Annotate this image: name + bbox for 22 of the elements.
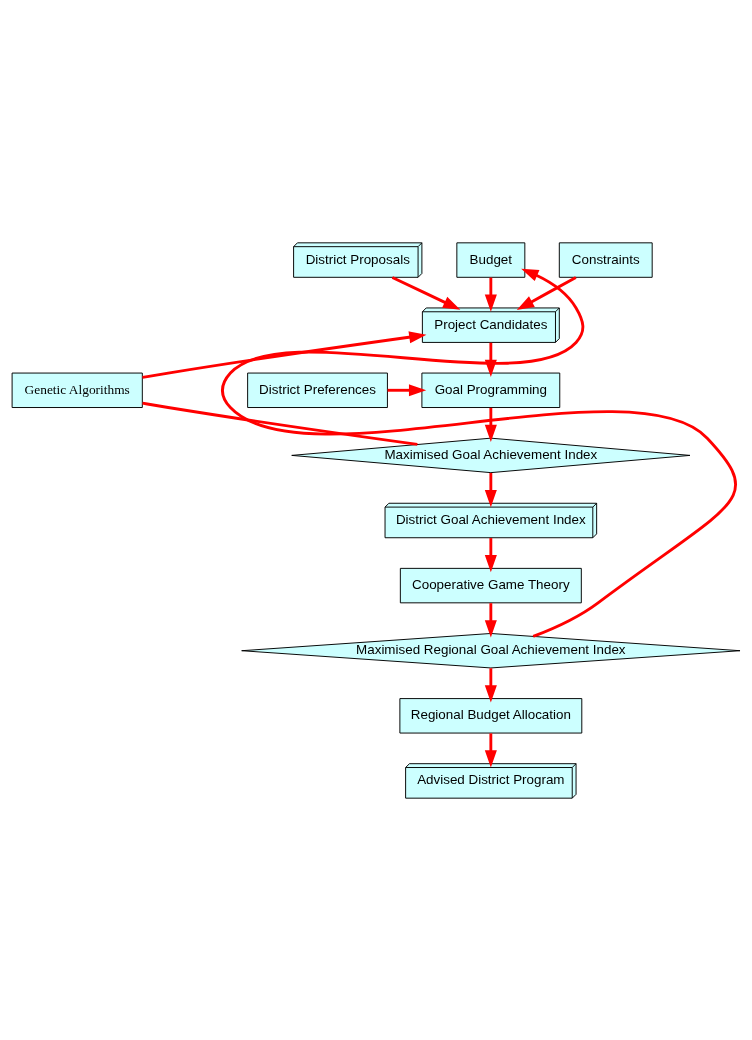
node-diamond: Maximised Regional Goal Achievement Index (241, 632, 741, 668)
arrow (484, 277, 497, 312)
arrow (142, 330, 427, 379)
arrow (484, 472, 497, 507)
node-box: Regional Budget Allocation (399, 697, 583, 734)
arrow (484, 732, 497, 768)
arrow (221, 268, 737, 638)
node-box: Goal Programming (421, 372, 561, 408)
node-box: District Preferences (247, 372, 388, 408)
arrow (484, 602, 497, 637)
node-box: Constraints (558, 241, 653, 278)
arrow (484, 667, 497, 702)
node-box: Cooperative Game Theory (399, 567, 582, 603)
arrow (391, 275, 461, 310)
arrow (484, 537, 497, 572)
node-box: Budget (456, 241, 526, 278)
node-diamond: Maximised Goal Achievement Index (291, 437, 691, 473)
connector (142, 401, 418, 446)
node-box: Genetic Algorithms (11, 372, 143, 408)
arrow (516, 275, 577, 310)
arrow (387, 383, 427, 396)
arrow (484, 407, 497, 442)
